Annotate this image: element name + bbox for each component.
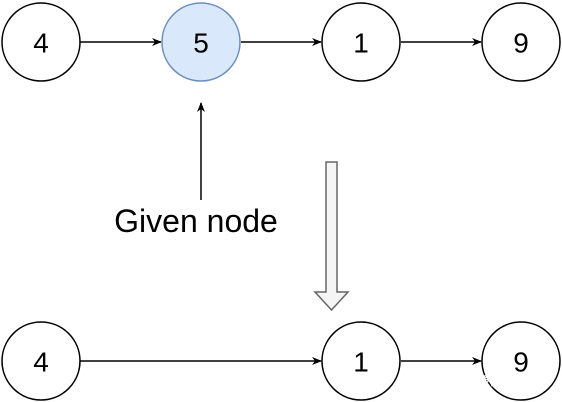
node-value: 9 — [513, 28, 529, 59]
node-value: 4 — [33, 28, 49, 59]
node-value: 1 — [353, 347, 369, 378]
node-value: 9 — [513, 347, 529, 378]
given-node-label: Given node — [114, 203, 278, 239]
node-value: 4 — [33, 347, 49, 378]
top-list: 4 5 1 9 — [1, 2, 561, 82]
bottom-node-1: 1 — [321, 321, 401, 401]
node-circle — [481, 321, 561, 401]
bottom-node-2: 9 — [481, 321, 561, 401]
node-value: 5 — [193, 28, 209, 59]
node-circle — [321, 321, 401, 401]
top-node-2: 1 — [321, 2, 401, 82]
node-circle — [321, 2, 401, 82]
transition-down-arrow — [313, 161, 350, 312]
node-circle — [481, 2, 561, 82]
csdn-watermark: CSDN @续写少年！ — [412, 374, 550, 392]
bottom-list: 4 1 9 — [1, 321, 561, 401]
top-node-0: 4 — [1, 2, 81, 82]
node-value: 1 — [353, 28, 369, 59]
node-circle — [1, 321, 81, 401]
top-node-1-given: 5 — [161, 2, 241, 82]
bottom-node-0: 4 — [1, 321, 81, 401]
node-circle — [1, 2, 81, 82]
highlighted-node-circle — [161, 2, 241, 82]
top-node-3: 9 — [481, 2, 561, 82]
